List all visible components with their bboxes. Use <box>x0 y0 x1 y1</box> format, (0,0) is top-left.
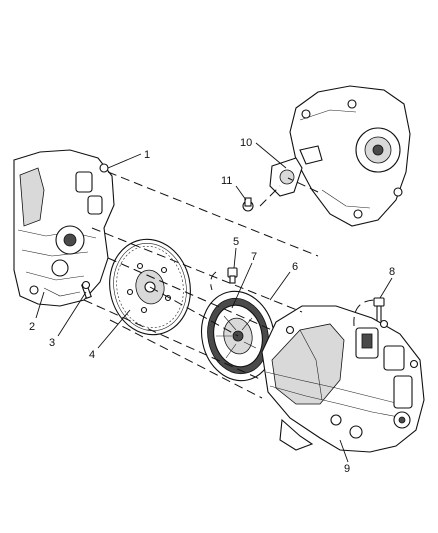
bolt-8 <box>373 297 385 329</box>
callout-2: 2 <box>29 321 35 333</box>
callout-labels: 1 2 3 4 5 6 7 8 9 10 11 <box>29 137 395 475</box>
callout-3: 3 <box>49 337 55 349</box>
callout-8: 8 <box>389 266 395 278</box>
release-bearing-plate <box>269 145 323 197</box>
callout-7: 7 <box>251 251 257 263</box>
engine-block <box>13 149 115 307</box>
callout-9: 9 <box>344 463 350 475</box>
bolt-5 <box>227 267 238 284</box>
callout-11: 11 <box>221 175 232 187</box>
alignment-lines <box>83 171 377 399</box>
transaxle-housing-inset <box>289 85 411 227</box>
bolt-3 <box>81 280 92 299</box>
transaxle <box>261 305 425 453</box>
leader-lines <box>35 142 393 463</box>
callout-6: 6 <box>292 261 298 273</box>
callout-10: 10 <box>240 137 252 149</box>
bolt-11 <box>242 197 254 212</box>
callout-1: 1 <box>144 149 150 161</box>
callout-5: 5 <box>233 236 239 248</box>
callout-4: 4 <box>89 349 95 361</box>
